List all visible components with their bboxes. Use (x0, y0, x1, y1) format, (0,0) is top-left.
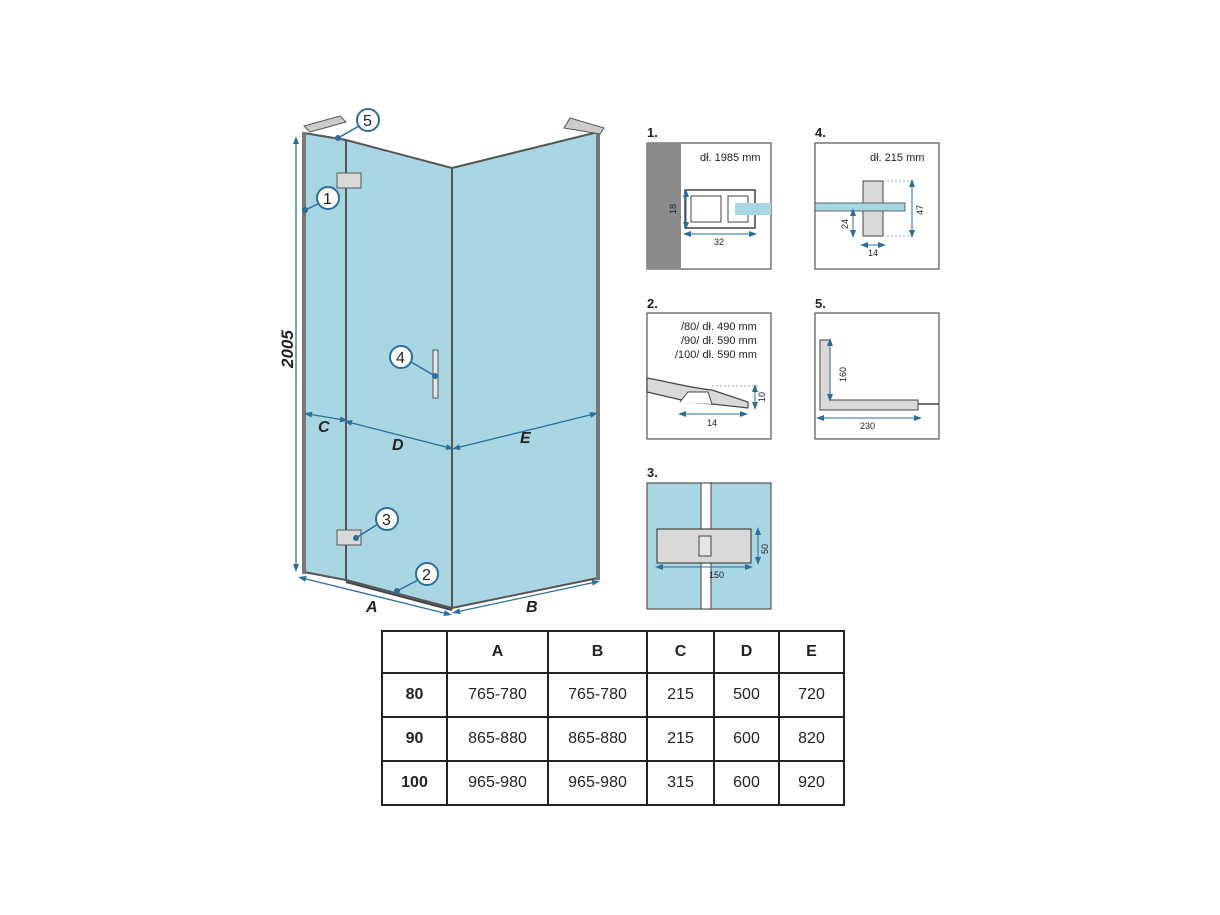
table-cell: 965-980 (547, 760, 648, 806)
table-cell: 965-980 (446, 760, 549, 806)
detail-2-dim-w: 14 (707, 418, 717, 428)
detail-1: 1. dł. 1985 mm 18 32 (646, 125, 772, 270)
detail-4-dim-h1: 24 (840, 219, 850, 229)
dim-label-a: A (365, 599, 378, 616)
table-header-cell: C (646, 630, 715, 674)
callout-4: 4 (389, 345, 438, 379)
table-row-label: 90 (381, 716, 448, 762)
table-cell: 215 (646, 716, 715, 762)
table-cell: 865-880 (446, 716, 549, 762)
bottom-hinge (336, 529, 362, 546)
detail-4-number: 4. (815, 125, 826, 140)
table-row: 100 965-980 965-980 315 600 920 (381, 760, 845, 806)
detail-2-number: 2. (647, 296, 658, 311)
stabilizer-bar-right (563, 117, 605, 135)
table-header-cell (381, 630, 448, 674)
detail-2-line-2: /90/ dł. 590 mm (681, 335, 757, 347)
detail-1-dim-w: 32 (714, 237, 724, 247)
b-dimension-line (452, 579, 600, 615)
glass-edge (814, 202, 906, 212)
table-cell: 500 (713, 672, 780, 718)
dimension-lines (293, 136, 600, 616)
table-cell: 600 (713, 760, 780, 806)
callout-5: 5 (335, 108, 380, 141)
detail-5-dim-h: 160 (838, 367, 848, 382)
table-row-label: 100 (381, 760, 448, 806)
height-label: 2005 (278, 330, 297, 369)
detail-1-number: 1. (647, 125, 658, 140)
table-cell: 920 (778, 760, 845, 806)
detail-5: 5. 160 230 (814, 296, 940, 440)
callout-3: 3 (353, 507, 399, 541)
detail-2-line-1: /80/ dł. 490 mm (681, 321, 757, 333)
table-header-cell: A (446, 630, 549, 674)
table-cell: 215 (646, 672, 715, 718)
detail-4-length: dł. 215 mm (870, 152, 924, 164)
d-dimension-line (344, 420, 454, 450)
callout-2-number: 2 (422, 567, 431, 584)
shower-enclosure (302, 115, 605, 611)
glass-edge (735, 203, 771, 215)
callout-1-number: 1 (323, 191, 332, 208)
a-dimension-line (298, 576, 452, 616)
table-cell: 820 (778, 716, 845, 762)
table-cell: 720 (778, 672, 845, 718)
detail-3-dim-h: 50 (760, 544, 770, 554)
dim-label-d: D (392, 437, 404, 454)
top-hinge (336, 172, 362, 189)
dim-label-b: B (526, 599, 538, 616)
callout-1: 1 (302, 186, 340, 213)
c-dimension-line (304, 411, 348, 423)
side-glass-panel (451, 130, 599, 610)
hinge-body (656, 528, 752, 564)
detail-3-dim-w: 150 (709, 570, 724, 580)
e-dimension-line (452, 412, 598, 450)
detail-1-length: dł. 1985 mm (700, 152, 761, 164)
table-header-cell: E (778, 630, 845, 674)
detail-4-dim-h2: 47 (915, 205, 925, 215)
wall-profile-right (596, 130, 600, 580)
table-cell: 765-780 (547, 672, 648, 718)
wall-profile-left (302, 132, 306, 574)
detail-3-number: 3. (647, 465, 658, 480)
detail-2-line-3: /100/ dł. 590 mm (675, 349, 757, 361)
table-cell: 865-880 (547, 716, 648, 762)
detail-3: 3. 50 150 (646, 465, 772, 610)
dim-label-c: C (318, 419, 330, 436)
callout-4-number: 4 (396, 350, 405, 367)
detail-2-dim-h: 10 (757, 392, 767, 402)
table-row: 80 765-780 765-780 215 500 720 (381, 672, 845, 718)
detail-1-dim-h: 18 (668, 204, 678, 214)
table-header-row: A B C D E (381, 630, 845, 674)
detail-5-number: 5. (815, 296, 826, 311)
dim-label-e: E (520, 430, 532, 447)
detail-5-dim-w: 230 (860, 421, 875, 431)
detail-4: 4. dł. 215 mm 47 24 14 (814, 125, 940, 270)
table-cell: 315 (646, 760, 715, 806)
table-row: 90 865-880 865-880 215 600 820 (381, 716, 845, 762)
detail-2: 2. /80/ dł. 490 mm /90/ dł. 590 mm /100/… (646, 296, 772, 440)
dimensions-table: A B C D E 80 765-780 765-780 215 500 720… (381, 630, 845, 806)
stabilizer-bar-left (303, 115, 347, 133)
table-row-label: 80 (381, 672, 448, 718)
callout-5-number: 5 (363, 113, 372, 130)
table-header-cell: D (713, 630, 780, 674)
callout-2: 2 (394, 562, 439, 594)
table-cell: 765-780 (446, 672, 549, 718)
callout-3-number: 3 (382, 512, 391, 529)
detail-4-dim-w: 14 (868, 248, 878, 258)
table-header-cell: B (547, 630, 648, 674)
table-cell: 600 (713, 716, 780, 762)
wall-section (647, 143, 681, 269)
